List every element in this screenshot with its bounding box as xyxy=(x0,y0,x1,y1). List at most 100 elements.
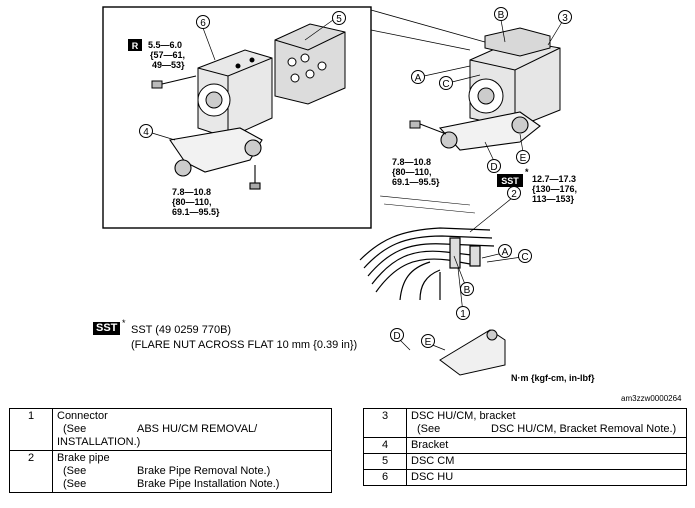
see-label: (See xyxy=(63,423,87,435)
callout-a-top: A xyxy=(411,70,425,84)
part-title: DSC HU/CM, bracket xyxy=(411,410,516,422)
callout-a-mid: A xyxy=(498,244,512,258)
torque-b-line1: 7.8—10.8 xyxy=(172,187,211,197)
sst-badge-diagram xyxy=(497,174,523,187)
part-see-note: (See Brake Pipe Installation Note.) xyxy=(57,478,327,491)
torque-a-line1: 5.5—6.0 xyxy=(148,40,182,50)
svg-text:2: 2 xyxy=(511,189,517,200)
callout-c-top: C xyxy=(439,76,453,90)
svg-text:1: 1 xyxy=(460,309,466,320)
svg-text:A: A xyxy=(415,73,422,84)
torque-a-line2: {57—61, xyxy=(150,50,185,60)
bolt-main xyxy=(409,120,447,135)
dsc-hu-cm-main xyxy=(468,27,561,129)
svg-text:D: D xyxy=(393,331,400,342)
torque-d-line2: {130—176, xyxy=(532,184,577,194)
table-row: 1 Connector (See ABS HU/CM REMOVAL/ INST… xyxy=(9,408,332,451)
figure-id: am3zzw0000264 xyxy=(621,394,682,403)
table-row: 4 Bracket xyxy=(363,437,687,454)
bracket-main xyxy=(438,111,541,151)
callout-d-low: D xyxy=(390,328,404,342)
r-badge-text: R xyxy=(132,41,139,51)
sst-badge-diagram-text: SST xyxy=(501,176,519,186)
part-see-note: (See Brake Pipe Removal Note.) xyxy=(57,465,327,478)
dsc-hu-inset xyxy=(197,49,273,139)
see-link[interactable]: DSC HU/CM, Bracket Removal Note.) xyxy=(491,423,677,435)
svg-text:E: E xyxy=(425,337,432,348)
see-link[interactable]: Brake Pipe Installation Note.) xyxy=(137,478,280,490)
part-number: 6 xyxy=(363,469,407,486)
see-link[interactable]: ABS HU/CM REMOVAL/ xyxy=(137,423,258,435)
torque-b-line3: 69.1—95.5} xyxy=(172,207,220,217)
callout-b-top: B xyxy=(494,7,508,21)
part-see-note: (See DSC HU/CM, Bracket Removal Note.) xyxy=(411,423,682,436)
parts-table-right: 3 DSC HU/CM, bracket (See DSC HU/CM, Bra… xyxy=(363,408,687,486)
callout-4: 4 xyxy=(139,124,153,138)
sst-note-line2: (FLARE NUT ACROSS FLAT 10 mm {0.39 in}) xyxy=(131,339,358,351)
part-number: 3 xyxy=(363,408,407,438)
sst-badge: SST xyxy=(93,322,121,335)
part-number: 5 xyxy=(363,453,407,470)
lower-bracket xyxy=(439,329,506,376)
callout-d-top: D xyxy=(487,159,501,173)
see-label: (See xyxy=(63,478,87,490)
callout-1: 1 xyxy=(456,306,470,320)
svg-text:3: 3 xyxy=(562,13,568,24)
torque-d-line1: 12.7—17.3 xyxy=(532,174,576,184)
callout-e-low: E xyxy=(421,334,435,348)
table-row: 5 DSC CM xyxy=(363,453,687,470)
callout-5: 5 xyxy=(332,11,346,25)
torque-c-line2: {80—110, xyxy=(392,167,432,177)
see-link-continued[interactable]: INSTALLATION.) xyxy=(57,436,141,448)
part-description: Connector (See ABS HU/CM REMOVAL/ INSTAL… xyxy=(52,408,332,451)
torque-b-line2: {80—110, xyxy=(172,197,212,207)
part-see-note: (See ABS HU/CM REMOVAL/ xyxy=(57,423,327,436)
units-label: N·m {kgf-cm, in-lbf} xyxy=(511,373,595,383)
sst-note-line1: SST (49 0259 770B) xyxy=(131,324,232,336)
part-title: Brake pipe xyxy=(57,452,110,464)
leader-lines xyxy=(151,19,563,351)
part-description: Brake pipe (See Brake Pipe Removal Note.… xyxy=(52,450,332,493)
part-title: DSC CM xyxy=(406,453,687,470)
svg-text:E: E xyxy=(520,153,527,164)
brake-pipes xyxy=(359,195,495,301)
see-link[interactable]: Brake Pipe Removal Note.) xyxy=(137,465,271,477)
svg-text:C: C xyxy=(442,79,449,90)
torque-a-line3: 49—53} xyxy=(152,60,185,70)
callout-3: 3 xyxy=(558,10,572,24)
svg-text:B: B xyxy=(498,10,505,21)
dsc-cm-inset xyxy=(274,23,346,105)
bolt-inset xyxy=(151,75,197,89)
svg-text:B: B xyxy=(464,285,471,296)
torque-d-line3: 113—153} xyxy=(532,194,575,204)
svg-text:5: 5 xyxy=(336,14,342,25)
callout-6: 6 xyxy=(196,15,210,29)
r-badge xyxy=(128,39,142,51)
part-number: 4 xyxy=(363,437,407,454)
inset-frame xyxy=(102,6,493,229)
part-number: 2 xyxy=(9,450,53,493)
table-row: 3 DSC HU/CM, bracket (See DSC HU/CM, Bra… xyxy=(363,408,687,438)
table-row: 6 DSC HU xyxy=(363,469,687,486)
svg-text:C: C xyxy=(521,252,528,263)
bracket-inset xyxy=(169,127,263,190)
part-number: 1 xyxy=(9,408,53,451)
part-title: DSC HU xyxy=(406,469,687,486)
table-row: 2 Brake pipe (See Brake Pipe Removal Not… xyxy=(9,450,332,493)
svg-text:4: 4 xyxy=(143,127,149,138)
part-title: Connector xyxy=(57,410,108,422)
part-title: Bracket xyxy=(406,437,687,454)
see-label: (See xyxy=(63,465,87,477)
see-label: (See xyxy=(417,423,441,435)
callout-2: 2 xyxy=(507,186,521,200)
callout-b-mid: B xyxy=(460,282,474,296)
svg-text:D: D xyxy=(490,162,497,173)
parts-table-left: 1 Connector (See ABS HU/CM REMOVAL/ INST… xyxy=(9,408,332,493)
svg-text:A: A xyxy=(502,247,509,258)
sst-star-diagram: * xyxy=(525,167,529,177)
exploded-view-diagram: 6 5 4 B 3 A C D E 2 A C B 1 D E R 5.5—6.… xyxy=(102,6,577,376)
callout-e-top: E xyxy=(516,150,530,164)
torque-c-line3: 69.1—95.5} xyxy=(392,177,440,187)
callout-c-mid: C xyxy=(518,249,532,263)
part-description: DSC HU/CM, bracket (See DSC HU/CM, Brack… xyxy=(406,408,687,438)
